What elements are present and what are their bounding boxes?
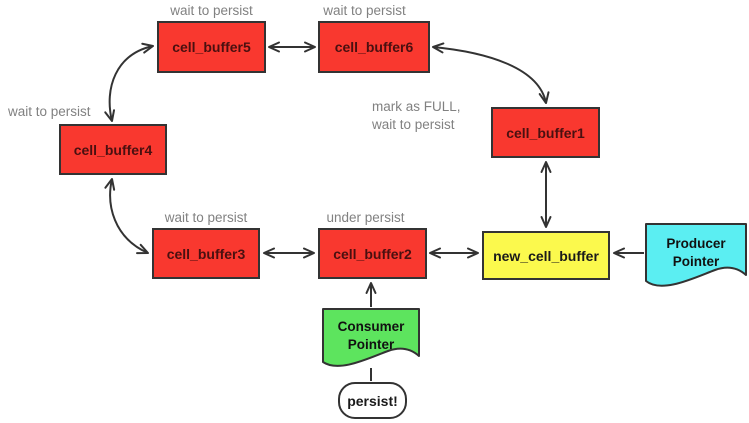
annotation-under-persist-buffer2: under persist (326, 210, 405, 225)
annotation-wait-to-persist-buffer5: wait to persist (170, 3, 253, 18)
annotation-line: mark as FULL, (372, 99, 461, 114)
connector-buffer4-buffer3 (104, 178, 149, 255)
consumer-pointer-shape (322, 308, 420, 367)
node-label: cell_buffer1 (506, 124, 585, 141)
node-label: cell_buffer5 (172, 39, 251, 55)
node-label: cell_buffer4 (73, 141, 153, 158)
node-cell-buffer5: cell_buffer5 (157, 21, 266, 73)
node-cell-buffer3: cell_buffer3 (152, 228, 260, 279)
node-label: cell_buffer3 (166, 245, 246, 262)
terminal-label: persist! (347, 392, 398, 409)
node-new-cell-buffer: new_cell_buffer (482, 231, 610, 280)
annotation-mark-as-full-buffer1: mark as FULL, wait to persist (372, 98, 467, 133)
annotation-wait-to-persist-buffer4: wait to persist (8, 104, 91, 119)
persist-terminal: persist! (338, 382, 407, 419)
annotation-wait-to-persist-buffer3: wait to persist (164, 210, 248, 225)
node-label: cell_buffer2 (333, 245, 412, 262)
node-cell-buffer4: cell_buffer4 (59, 124, 167, 175)
annotation-line: wait to persist (372, 116, 455, 132)
connector-buffer5-buffer4 (104, 42, 154, 122)
connector-buffer6-buffer1 (432, 42, 550, 104)
node-cell-buffer1: cell_buffer1 (491, 107, 600, 158)
node-label: new_cell_buffer (493, 247, 599, 264)
annotation-wait-to-persist-buffer6: wait to persist (323, 3, 406, 18)
node-cell-buffer2: cell_buffer2 (318, 228, 427, 279)
producer-pointer-shape (645, 223, 747, 287)
node-cell-buffer6: cell_buffer6 (318, 21, 430, 73)
node-label: cell_buffer6 (334, 39, 414, 55)
